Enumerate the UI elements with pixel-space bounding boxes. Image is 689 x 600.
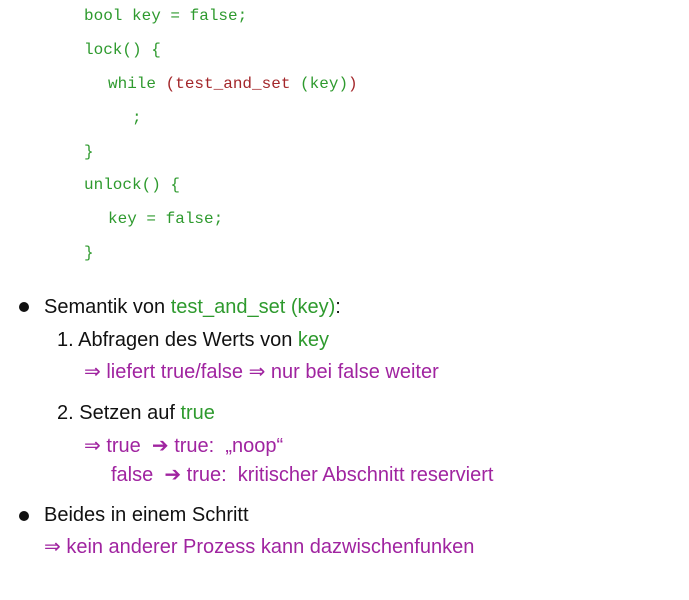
code-arg: (key) [300, 75, 349, 93]
step-1: 1. Abfragen des Werts von key [57, 328, 329, 352]
code-call: (test_and_set [165, 75, 301, 93]
step-text: Setzen auf [79, 402, 181, 424]
inline-code: true [180, 402, 215, 424]
bullet-suffix: : [335, 296, 341, 318]
step-2-note: false ➔ true: kritischer Abschnitt reser… [111, 464, 494, 486]
bullet-icon [19, 302, 29, 312]
bullet-atomic: Beides in einem Schritt [44, 504, 249, 526]
bullet-semantics: Semantik von test_and_set (key): [44, 295, 341, 319]
code-line: } [84, 244, 94, 262]
step-number: 2. [57, 402, 74, 424]
code-line: bool key = false; [84, 7, 248, 25]
step-number: 1. [57, 329, 74, 351]
code-keyword: while [108, 75, 166, 93]
code-line: key = false; [108, 210, 224, 228]
step-2: 2. Setzen auf true [57, 401, 215, 425]
code-paren: ) [348, 75, 358, 93]
bullet-icon [19, 511, 29, 521]
code-line: unlock() { [84, 176, 181, 194]
step-2-note: ⇒ true ➔ true: „noop“ [84, 435, 284, 457]
code-line: while (test_and_set (key)) [108, 74, 358, 94]
step-1-note: ⇒ liefert true/false ⇒ nur bei false wei… [84, 361, 439, 383]
code-line: } [84, 143, 94, 161]
bullet-atomic-note: ⇒ kein anderer Prozess kann dazwischenfu… [44, 536, 475, 558]
inline-code: test_and_set (key) [170, 296, 336, 318]
bullet-text: Semantik von [44, 296, 171, 318]
inline-code: key [297, 329, 330, 351]
code-line: ; [132, 109, 142, 127]
code-line: lock() { [84, 41, 161, 59]
step-text: Abfragen des Werts von [78, 329, 298, 351]
